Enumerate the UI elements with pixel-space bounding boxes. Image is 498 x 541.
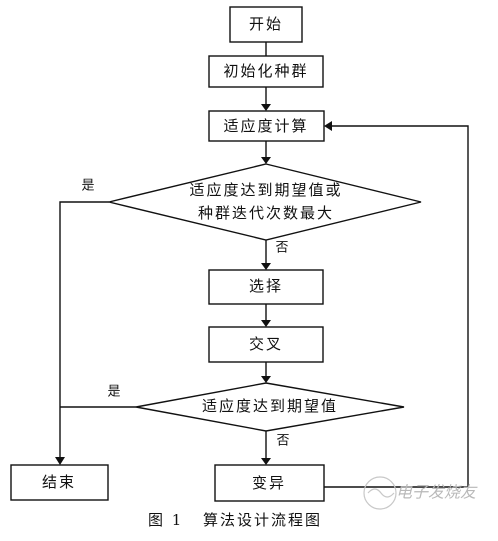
decision2-yes-label: 是 [107,385,120,400]
figure-caption: 图 1 算法设计流程图 [148,511,322,529]
watermark-logo-wave-icon [367,488,395,498]
edge-decision2-mutation-arrowhead [261,458,271,465]
figure-title: 算法设计流程图 [203,511,322,529]
selection-label: 选择 [249,277,283,295]
edge-fitness-decision1-arrowhead [261,157,271,164]
edge-select-crossover-arrowhead [261,320,271,327]
connectors [55,42,469,488]
watermark-logo-icon [363,476,397,510]
edge-crossover-decision2-arrowhead [261,376,271,383]
decision2-no-label: 否 [276,434,289,449]
watermark-text: 电子发烧友 [396,483,478,502]
termination-decision-line-2: 种群迭代次数最大 [198,204,334,222]
edge-mutation-fitness-loop [324,125,469,488]
crossover-node: 交叉 [208,326,324,363]
edge-to-end-arrowhead [55,457,65,465]
mutation-box [214,464,325,502]
edge-mutation-fitness-loop-arrowhead [324,121,332,131]
end-node: 结束 [10,464,109,501]
initialize-population-node: 初始化种群 [208,55,324,88]
mutation-label: 变异 [252,474,286,492]
edge-init-fitness-arrowhead [261,104,271,111]
selection-box [208,269,324,305]
decision1-yes-label: 是 [81,179,94,194]
start-label: 开始 [249,15,283,33]
selection-node: 选择 [208,269,324,305]
mutation-node: 变异 [214,464,325,502]
termination-decision-node: 适应度达到期望值或 种群迭代次数最大 [108,163,422,241]
edge-decision1-end [59,201,109,457]
crossover-label: 交叉 [249,335,283,353]
fitness-target-decision-label: 适应度达到期望值 [202,397,338,415]
decision1-no-label: 否 [275,241,288,256]
end-box [10,464,109,501]
fitness-calculation-node: 适应度计算 [208,110,325,142]
fitness-calculation-box [208,110,325,142]
fitness-target-decision-diamond [135,382,405,432]
watermark: 电子发烧友 [363,476,478,510]
fitness-target-decision-node: 适应度达到期望值 [135,382,405,432]
start-box [229,6,303,43]
end-label: 结束 [42,473,76,491]
edge-decision1-select-arrowhead [261,263,271,270]
termination-decision-line-1: 适应度达到期望值或 [189,181,342,199]
start-node: 开始 [229,6,303,43]
initialize-population-box [208,55,324,88]
termination-decision-diamond [108,163,422,241]
fitness-calculation-label: 适应度计算 [223,117,308,135]
figure-number: 图 1 [148,511,183,529]
crossover-box [208,326,324,363]
initialize-population-label: 初始化种群 [223,62,308,80]
